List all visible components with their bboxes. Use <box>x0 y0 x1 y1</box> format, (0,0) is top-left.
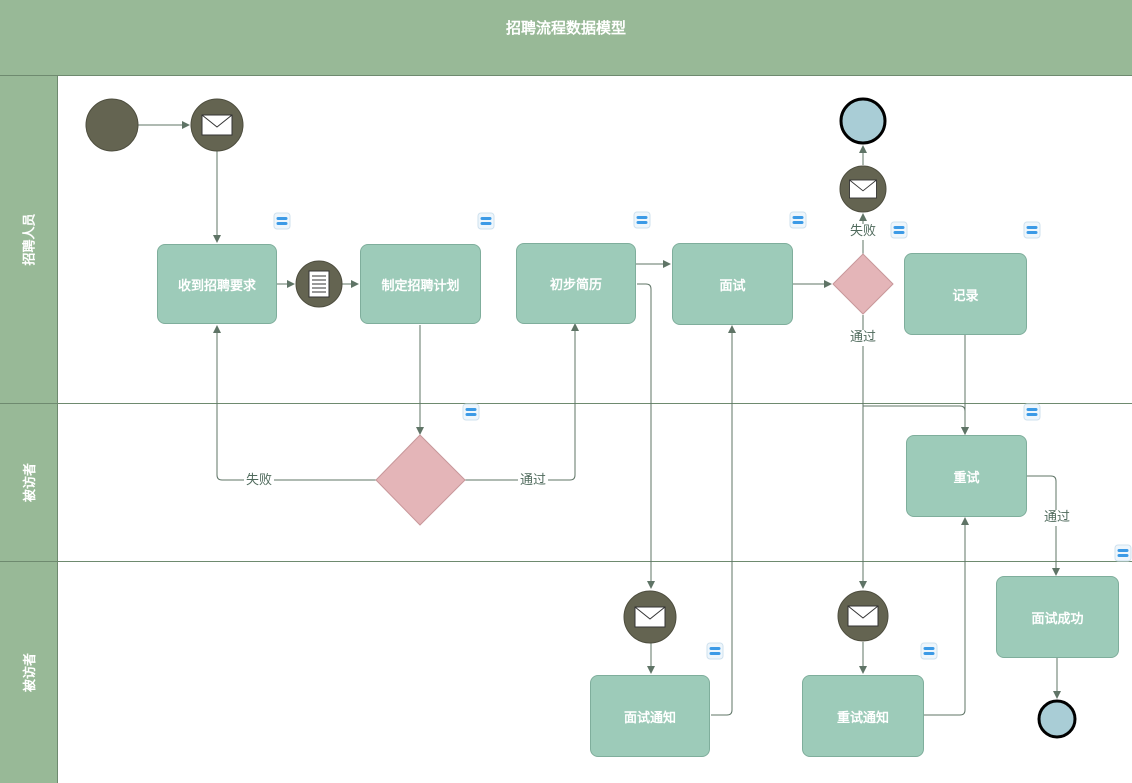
lane-header-column <box>0 75 57 783</box>
task-receive[interactable]: 收到招聘要求 <box>157 244 277 324</box>
lane-label-interviewee-2: 被访者 <box>22 652 38 693</box>
task-success[interactable]: 面试成功 <box>996 576 1119 658</box>
lane-label-interviewee: 被访者 <box>22 462 38 503</box>
task-screen[interactable]: 初步简历 <box>516 243 636 324</box>
data-object-icon <box>789 211 807 229</box>
task-record[interactable]: 记录 <box>904 253 1027 335</box>
gateway-plan <box>375 434 466 526</box>
document-icon <box>308 270 330 298</box>
envelope-icon <box>849 179 877 199</box>
edge-label-pass-retry: 通过 <box>1042 510 1073 526</box>
gateway-interview <box>832 253 894 315</box>
message-event-notice <box>623 590 677 644</box>
flow-retry-notice-to-retry <box>924 517 969 716</box>
edge-label-pass-mid: 通过 <box>518 473 549 489</box>
data-object-icon <box>1114 544 1132 562</box>
data-object-icon <box>477 212 495 230</box>
edge-label-fail-top: 失败 <box>848 224 879 240</box>
envelope-icon <box>847 605 879 627</box>
data-object-icon <box>273 212 291 230</box>
flow-retry-to-success <box>1027 475 1060 576</box>
data-object-icon <box>890 221 908 239</box>
data-object-icon <box>633 211 651 229</box>
end-event-bottom <box>1037 699 1077 739</box>
start-event <box>85 98 139 152</box>
data-object-icon <box>706 642 724 660</box>
message-event-top <box>839 165 887 213</box>
data-object-icon <box>1023 403 1041 421</box>
diagram-title: 招聘流程数据模型 <box>505 19 626 37</box>
flow-gateway-pass <box>465 323 579 481</box>
edge-label-pass-top: 通过 <box>848 330 879 346</box>
data-object-icon <box>462 403 480 421</box>
envelope-icon <box>201 114 233 136</box>
envelope-icon <box>634 606 666 628</box>
task-retry-notice[interactable]: 重试通知 <box>802 675 924 757</box>
task-plan[interactable]: 制定招聘计划 <box>360 244 481 324</box>
flow-screen-to-notice-message <box>637 283 655 589</box>
data-object-icon <box>920 642 938 660</box>
flow-notice-to-interview <box>711 325 736 716</box>
end-event-top <box>839 97 887 145</box>
pool-header <box>0 0 1132 75</box>
connectors <box>138 121 1061 716</box>
document-event <box>295 260 343 308</box>
task-notice[interactable]: 面试通知 <box>590 675 710 757</box>
flow-gateway-fail <box>213 325 376 481</box>
task-retry[interactable]: 重试 <box>906 435 1027 517</box>
edge-label-fail-mid: 失败 <box>244 473 275 489</box>
task-interview[interactable]: 面试 <box>672 243 793 325</box>
data-object-icon <box>1023 221 1041 239</box>
message-event <box>190 98 244 152</box>
message-event-retry <box>837 590 889 642</box>
flow-gateway-to-retry <box>863 405 969 435</box>
lane-label-recruiter: 招聘人员 <box>22 213 38 266</box>
